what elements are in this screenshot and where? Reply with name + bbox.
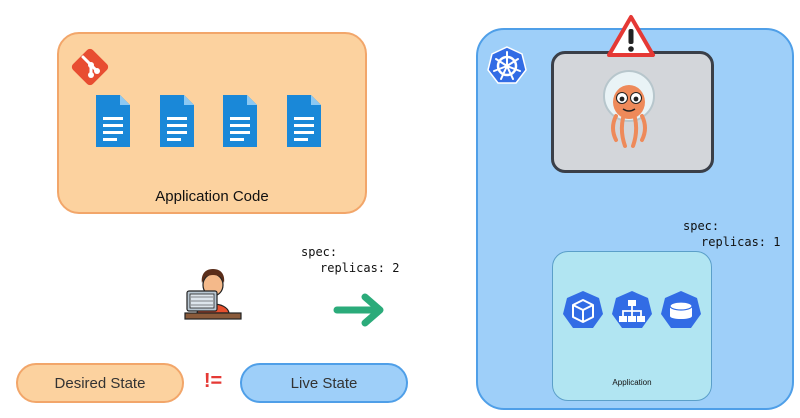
desired-replicas-line: replicas: 2 (320, 261, 400, 275)
argocd-icon (603, 70, 655, 148)
application-label: Application (612, 378, 652, 387)
desired-state-pill: Desired State (16, 363, 184, 403)
storage-icon (661, 291, 701, 328)
file-icon (160, 95, 194, 147)
kubernetes-icon (487, 46, 527, 84)
desired-state-label: Desired State (54, 374, 146, 392)
network-icon (612, 291, 652, 328)
live-replicas-line: replicas: 1 (701, 235, 781, 249)
developer-icon (184, 269, 242, 320)
warning-icon (607, 15, 655, 57)
git-icon (71, 48, 109, 86)
file-icon (96, 95, 130, 147)
live-state-pill: Live State (240, 363, 408, 403)
file-icon (287, 95, 321, 147)
application-code-label: Application Code (155, 188, 269, 205)
not-equal-symbol: != (203, 370, 223, 392)
live-spec-line: spec: (683, 219, 720, 233)
desired-spec-line: spec: (301, 245, 338, 259)
arrow-right-icon (333, 293, 384, 327)
file-icon (223, 95, 257, 147)
cube-icon (563, 291, 603, 328)
live-state-label: Live State (290, 374, 358, 392)
